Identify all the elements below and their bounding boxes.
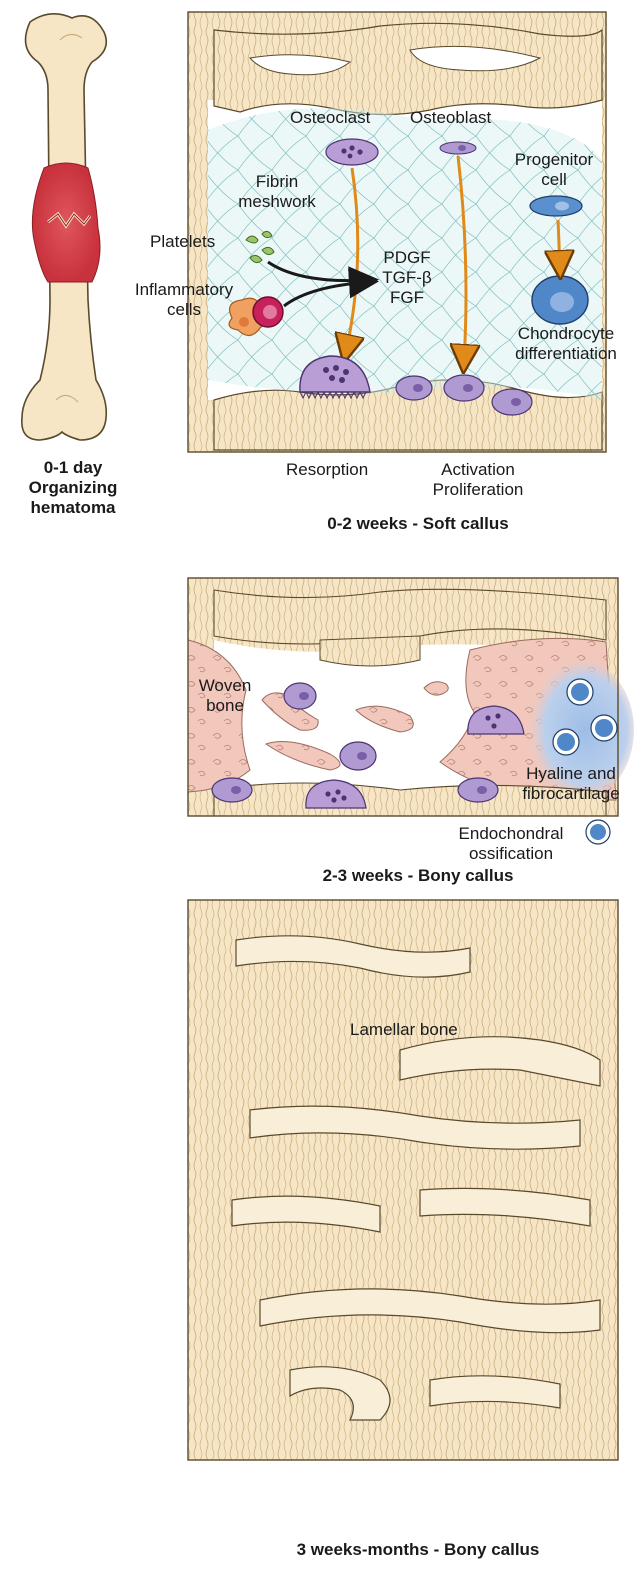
label-endo-line1: Endochondral [446,824,576,844]
label-chondrocyte-line1: Chondrocyte [500,324,632,344]
osteoblast-cell-top [440,142,476,154]
inflammatory-cell [253,297,283,327]
label-resorption: Resorption [286,460,368,480]
label-pdgf: PDGF [372,248,442,268]
label-inflammatory-cells: Inflammatory cells [118,280,250,320]
label-tgf: TGF-β [372,268,442,288]
label-hyaline-fibrocartilage: Hyaline and fibrocartilage [506,764,636,804]
soft-callus-caption: 0-2 weeks - Soft callus [238,514,598,534]
label-fgf: FGF [372,288,442,308]
label-osteoblast: Osteoblast [410,108,491,128]
hematoma-caption-line1: 0-1 day [18,458,128,478]
label-activation: Activation [418,460,538,480]
label-hyaline-line1: Hyaline and [506,764,636,784]
label-growth-factors: PDGF TGF-β FGF [372,248,442,308]
hematoma-caption: 0-1 day Organizing hematoma [18,458,128,518]
label-inflammatory-line1: Inflammatory [118,280,250,300]
label-lamellar-bone: Lamellar bone [350,1020,458,1040]
label-progenitor-cell: Progenitor cell [504,150,604,190]
osteoclast-cell-top [326,139,378,165]
label-chondrocyte-differentiation: Chondrocyte differentiation [500,324,632,364]
lamellar-bone-panel [188,900,618,1460]
bony-callus-caption: 2-3 weeks - Bony callus [238,866,598,886]
label-fibrin-line1: Fibrin [232,172,322,192]
label-endo-line2: ossification [446,844,576,864]
label-hyaline-line2: fibrocartilage [506,784,636,804]
label-woven-line1: Woven [190,676,260,696]
label-progenitor-line1: Progenitor [504,150,604,170]
hematoma-region [32,163,100,282]
hematoma-caption-line2: Organizing [18,478,128,498]
label-chondrocyte-line2: differentiation [500,344,632,364]
label-woven-bone: Woven bone [190,676,260,716]
label-proliferation: Proliferation [418,480,538,500]
lamellar-caption: 3 weeks-months - Bony callus [218,1540,618,1560]
label-endochondral-ossification: Endochondral ossification [446,824,576,864]
label-fibrin-line2: meshwork [232,192,322,212]
label-activation-proliferation: Activation Proliferation [418,460,538,500]
label-inflammatory-line2: cells [118,300,250,320]
arrow-progenitor-to-chondrocyte [558,220,560,268]
progenitor-cell [530,196,582,216]
label-progenitor-line2: cell [504,170,604,190]
hematoma-caption-line3: hematoma [18,498,128,518]
label-osteoclast: Osteoclast [290,108,370,128]
label-platelets: Platelets [150,232,215,252]
label-fibrin-meshwork: Fibrin meshwork [232,172,322,212]
label-woven-line2: bone [190,696,260,716]
chondrocyte-cell [532,276,588,324]
